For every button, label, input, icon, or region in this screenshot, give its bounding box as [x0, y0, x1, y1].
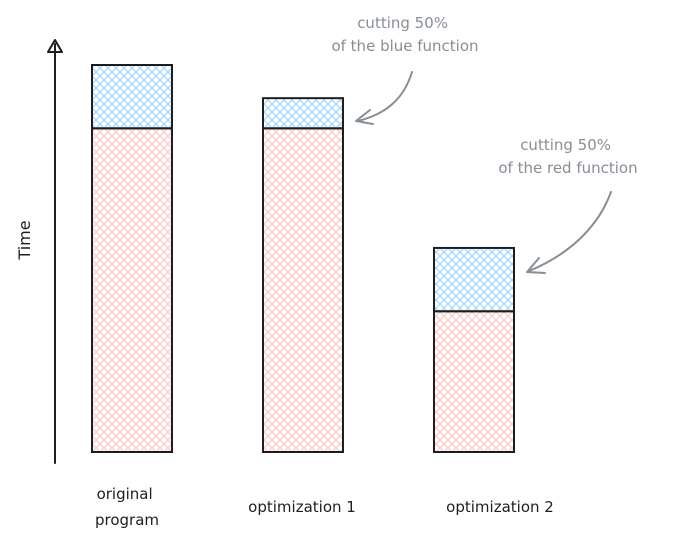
time-axis-arrowhead-icon: [47, 39, 63, 53]
bar-segment-blue-optimization-1: [262, 97, 344, 130]
annotation-red-arrow-icon: [528, 191, 612, 272]
bar-segment-red-optimization-1: [262, 127, 344, 453]
category-label-optimization-1: optimization 1: [248, 498, 356, 516]
bars-group: [91, 64, 515, 454]
bar-segment-blue-original-program: [91, 64, 173, 130]
category-label-optimization-2: optimization 2: [446, 498, 554, 516]
bar-segment-red-original-program: [91, 127, 173, 453]
bar-segment-blue-optimization-2: [433, 246, 515, 313]
annotation-blue-arrow-icon: [357, 71, 413, 122]
annotation-blue-arrowhead-icon: [355, 109, 374, 125]
annotation-red-text: cutting 50% of the red function: [498, 136, 637, 177]
category-label-original-program: original program: [95, 485, 159, 529]
time-axis-label: Time: [15, 220, 34, 260]
bar-segment-red-optimization-2: [433, 310, 515, 454]
annotation-blue-text: cutting 50% of the blue function: [331, 14, 478, 55]
annotation-red-arrowhead-icon: [526, 257, 546, 274]
